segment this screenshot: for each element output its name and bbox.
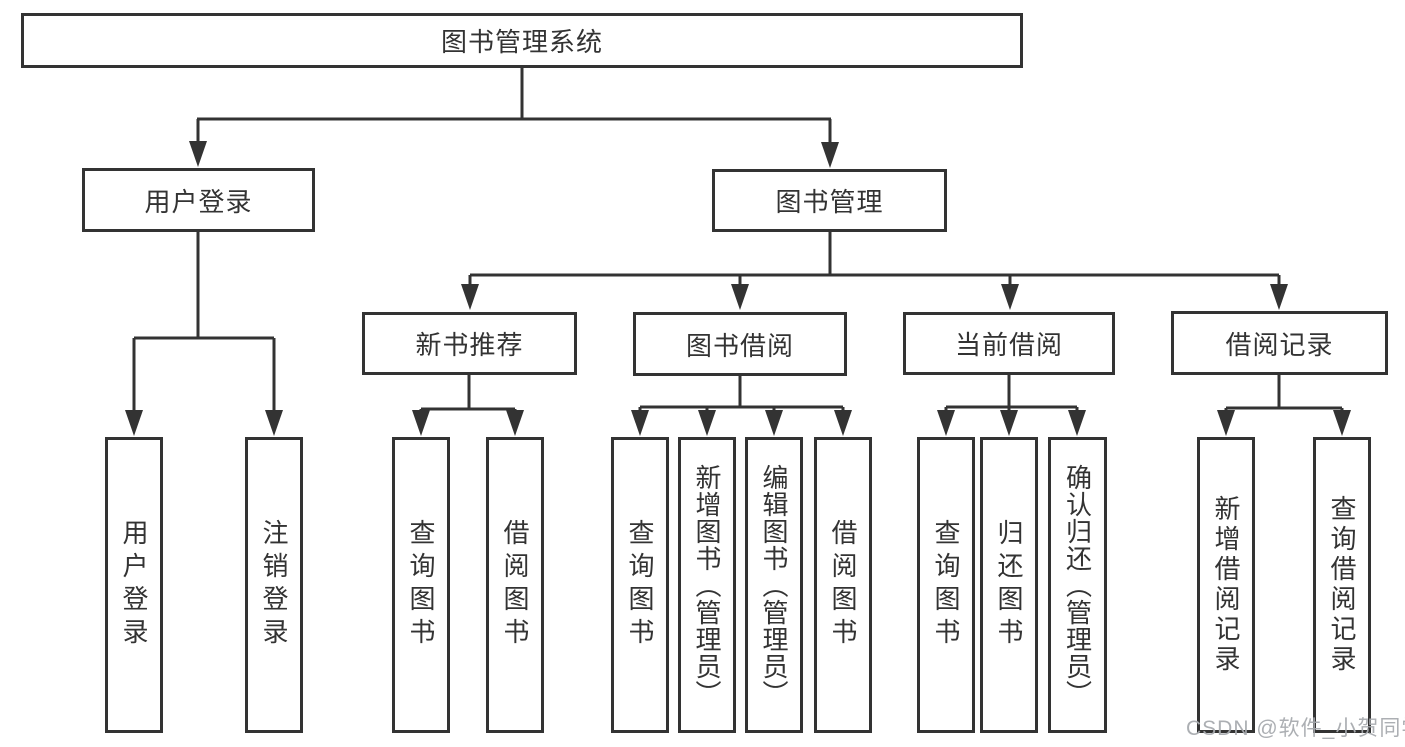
leaf-label: 归还图书	[994, 519, 1024, 651]
leaf-label: 新增借阅记录	[1211, 495, 1241, 675]
leaf-label: 查询图书	[931, 519, 961, 651]
node-label: 借阅记录	[1225, 329, 1334, 360]
leaf-logout: 注销登录	[245, 437, 303, 733]
node-label: 用户登录	[144, 186, 253, 217]
node-new-book-recommendation: 新书推荐	[362, 312, 577, 375]
node-book-management-system: 图书管理系统	[21, 13, 1023, 68]
leaf-label: 查询图书	[625, 519, 655, 651]
leaf-label: 查询图书	[406, 519, 436, 651]
csdn-watermark: CSDN @软件_小贺同学	[1186, 717, 1405, 740]
leaf-label: 注销登录	[259, 519, 289, 651]
node-label: 当前借阅	[954, 330, 1063, 360]
leaf-label: 借阅图书	[500, 519, 530, 651]
leaf-label: 编辑图书（管理员）	[759, 463, 789, 707]
leaf-label: 新增图书（管理员）	[692, 463, 722, 707]
node-book-borrowing: 图书借阅	[633, 312, 847, 376]
leaf-bb-add-books-admin: 新增图书（管理员）	[678, 437, 736, 733]
leaf-user-login: 用户登录	[105, 437, 163, 733]
leaf-label: 借阅图书	[828, 519, 858, 651]
leaf-br-query-record: 查询借阅记录	[1313, 437, 1371, 733]
node-book-management: 图书管理	[712, 169, 947, 232]
node-label: 图书管理	[775, 187, 884, 217]
leaf-cb-query-books: 查询图书	[917, 437, 975, 733]
arrowheads	[125, 141, 1351, 436]
leaf-label: 查询借阅记录	[1327, 495, 1357, 675]
leaf-nbr-query-books: 查询图书	[392, 437, 450, 733]
leaf-cb-return-books: 归还图书	[980, 437, 1038, 733]
leaf-bb-borrow-books: 借阅图书	[814, 437, 872, 733]
leaf-label: 用户登录	[119, 519, 149, 651]
node-label: 图书借阅	[685, 330, 794, 361]
node-borrowing-records: 借阅记录	[1171, 311, 1388, 375]
leaf-bb-query-books: 查询图书	[611, 437, 669, 733]
leaf-nbr-borrow-books: 借阅图书	[486, 437, 544, 733]
leaf-cb-confirm-return-admin: 确认归还（管理员）	[1048, 437, 1107, 733]
node-user-login: 用户登录	[82, 168, 315, 232]
leaf-br-add-record: 新增借阅记录	[1197, 437, 1255, 733]
node-label: 图书管理系统	[440, 27, 603, 57]
node-current-borrowing: 当前借阅	[903, 312, 1115, 375]
leaf-bb-edit-books-admin: 编辑图书（管理员）	[745, 437, 803, 733]
leaf-label: 确认归还（管理员）	[1062, 463, 1093, 707]
node-label: 新书推荐	[415, 330, 524, 360]
